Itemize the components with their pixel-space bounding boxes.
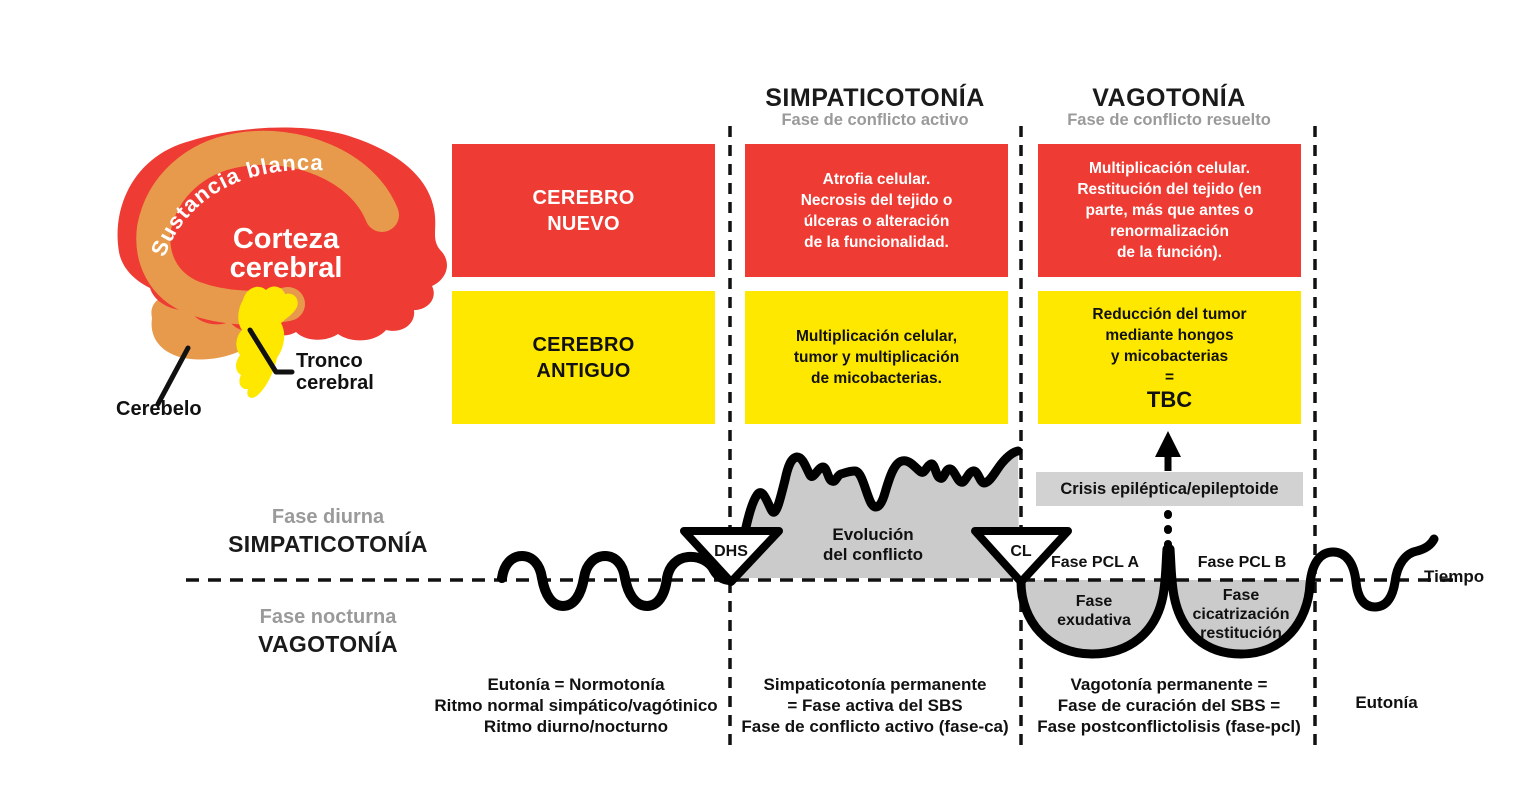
dhs-marker [680,527,783,586]
pcl-a-label: Fase PCL A [1050,554,1140,571]
pcl-a-bowl-curve [1016,544,1172,659]
pcl-b-bowl-fill [1173,580,1310,654]
tbc-label: TBC [1146,386,1193,412]
text-line: tumor y multiplicación [793,349,960,366]
text-line: = [1164,368,1175,386]
brainstem-label: Tronco cerebral [296,350,374,394]
text-line: cerebral [296,372,374,394]
text-line: del conflicto [822,545,924,564]
footer-healing-phase-column: Vagotonía permanente = Fase de curación … [1022,674,1316,737]
text-line: y micobacterias [1110,347,1229,365]
text-line: mediante hongos [1105,326,1234,344]
simpaticotonia-subtitle: Fase de conflicto activo [781,111,969,129]
conflict-mound-contour [731,446,1023,581]
text-line: NUEVO [547,212,620,235]
text-line: Multiplicación celular. [1088,160,1251,177]
new-brain-active-box: Atrofia celular. Necrosis del tejido o ú… [745,144,1008,277]
cl-marker [971,527,1072,586]
text-line: restitución [1200,625,1282,642]
crisis-box: Crisis epiléptica/epileptoide [1036,472,1303,506]
text-line: Ritmo diurno/nocturno [483,717,669,736]
text-line: Tronco [296,350,363,372]
text-line: Fase postconflictolisis (fase-pcl) [1037,717,1301,736]
vagotonia-header: VAGOTONÍA [1092,84,1246,112]
exudative-phase-label: Fase exudativa [1030,592,1158,630]
old-brain-label-box: CEREBRO ANTIGUO [452,291,715,424]
cortex-label-line1: Corteza [233,223,340,255]
scarring-phase-label: Fase cicatrización restitución [1172,586,1310,643]
text-line: Restitución del tejido (en [1077,181,1262,198]
text-line: Fase [1222,587,1260,604]
pcl-b-label: Fase PCL B [1197,554,1287,571]
text-line: Multiplicación celular, [795,328,958,345]
text-line: Fase [1075,593,1113,610]
tiempo-label: Tiempo [1424,567,1485,586]
text-line: Reducción del tumor [1092,305,1247,323]
text-line: Fase de conflicto activo (fase-ca) [741,717,1009,736]
new-brain-label-box: CEREBRO NUEVO [452,144,715,277]
cerebellum-label: Cerebelo [116,398,202,420]
text-line: Vagotonía permanente = [1070,675,1268,694]
normal-rhythm-wave [497,550,735,612]
white-matter-band [136,130,399,325]
conflict-mound-fill [736,451,1019,578]
vagotonia-subtitle: Fase de conflicto resuelto [1067,111,1271,129]
simpaticotonia-header: SIMPATICOTONÍA [765,84,985,112]
brainstem-pointer-line [247,327,295,375]
text-line: Fase de curación del SBS = [1057,696,1281,715]
footer-eutonia-end-label: Eutonía [1355,693,1418,712]
footer-active-phase-column: Simpaticotonía permanente = Fase activa … [728,674,1022,737]
dhs-label: DHS [714,543,748,560]
cerebellum-pointer-line [155,345,191,407]
text-line: cicatrización [1192,606,1290,623]
text-line: Necrosis del tejido o [800,191,953,209]
brainstem-shape [236,286,298,398]
simpaticotonia-axis-label: SIMPATICOTONÍA [228,531,428,557]
text-line: Simpaticotonía permanente [763,675,987,694]
cl-label: CL [1010,543,1032,560]
text-line: = Fase activa del SBS [787,696,963,715]
crisis-arrow-icon [1155,431,1181,457]
text-line: ANTIGUO [536,359,631,382]
text-line: Atrofia celular. [822,170,931,188]
text-line: exudativa [1057,612,1131,629]
pcl-b-bowl-curve [1165,534,1439,659]
text-line: Eutonía = Normotonía [487,675,665,694]
text-line: renormalización [1110,223,1229,240]
text-line: Evolución [832,525,914,544]
conflict-evolution-label: Evolución del conflicto [773,525,973,565]
text-line: CEREBRO [532,333,635,356]
text-line: de la funcionalidad. [804,233,949,251]
text-line: CEREBRO [532,186,635,209]
cortex-label-line2: cerebral [230,252,343,284]
footer-eutonia-column: Eutonía = Normotonía Ritmo normal simpát… [428,674,724,737]
text-line: Ritmo normal simpático/vagótinico [434,696,718,715]
text-line: úlceras o alteración [803,212,950,230]
night-phase-label: Fase nocturna [259,606,397,628]
pcl-a-bowl-fill [1021,580,1165,654]
text-line: parte, más que antes o [1085,202,1254,219]
vagotonia-axis-label: VAGOTONÍA [258,631,398,657]
old-brain-active-box: Multiplicación celular, tumor y multipli… [745,291,1008,424]
old-brain-resolved-box: Reducción del tumor mediante hongos y mi… [1038,291,1301,424]
day-phase-label: Fase diurna [271,506,385,528]
text-line: de la función). [1116,244,1223,261]
new-brain-resolved-box: Multiplicación celular. Restitución del … [1038,144,1301,277]
text-line: de micobacterias. [811,370,942,387]
